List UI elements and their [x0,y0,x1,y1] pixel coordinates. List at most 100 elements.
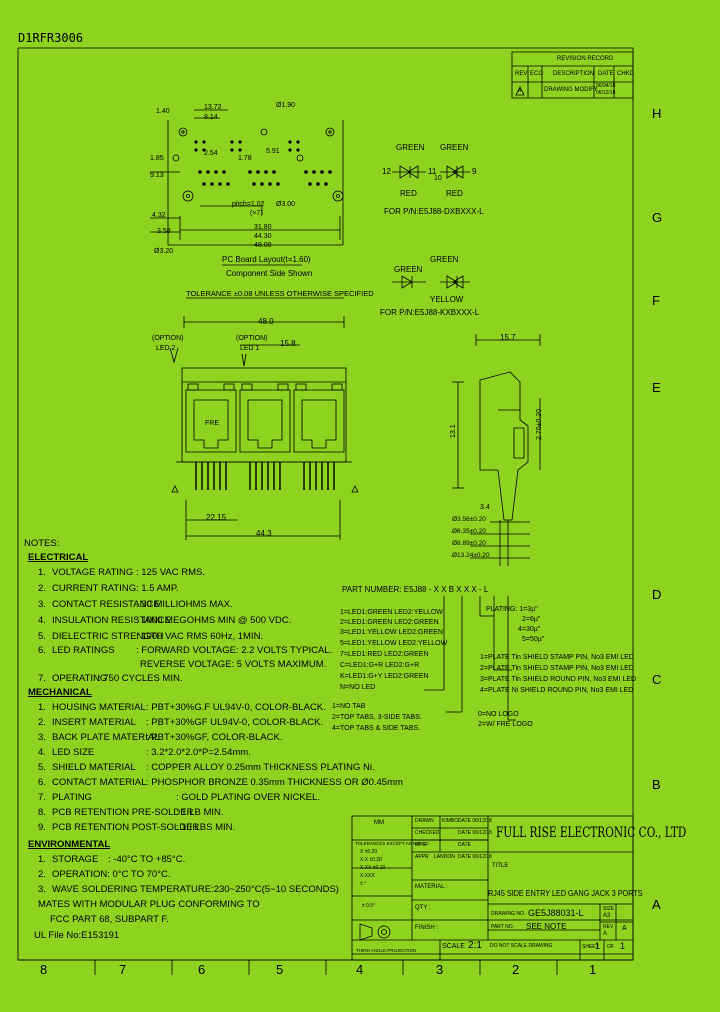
rev-header: REV [515,71,528,77]
schematic-red-right: RED [446,189,463,198]
size-label: SIZE [603,906,615,912]
description-header: DESCRIPTION [553,71,595,77]
dim-3-56: Ø3.56±0.20 [452,516,486,523]
part-no-label: PART NO. [491,924,515,930]
schematic2-green-left: GREEN [394,265,423,274]
tolerance-header: TOLERANCES EXCEPT AS NOTED [355,841,429,846]
zone-letter-h: H [652,106,662,121]
zone-number-2: 2 [512,962,520,977]
option-label-a: (OPTION) [152,335,184,342]
front-view-lines [170,316,358,540]
electrical-key: VOLTAGE RATING [52,567,134,578]
signoff-date: DATE 06/12/18 [458,854,492,860]
dim-3-4: 3.4 [480,504,490,511]
dim-1-85: 1.85 [150,155,164,162]
mechanical-key: CONTACT MATERIAL [52,777,147,788]
environmental-key: STORAGE [52,854,99,865]
tolerance-value: X ±0.20 [360,849,378,855]
plating-option: 5=50µ" [522,636,545,643]
mechanical-heading: MECHANICAL [28,687,92,698]
rev-value: A [603,931,608,937]
mechanical-num: 9. [38,822,46,833]
mechanical-value: : 3.2*2.0*2.0*P=2.54mm. [146,747,251,758]
led-schematic-lines [392,166,470,288]
mechanical-key: PCB RETENTION POST-SOLDER [52,822,200,833]
zone-letter-g: G [652,210,663,225]
signoff-role: DRAWN [415,818,434,824]
date-header: DATE [598,71,614,77]
dim-8-89: Ø8.89±0.20 [452,540,486,547]
electrical-value: : 30 MILLIOHMS MAX. [136,599,233,610]
mechanical-value: : 1 LB MIN. [176,807,224,818]
environmental-num: 1. [38,854,46,865]
drawing-number: GE5J88031-L [528,908,584,918]
mechanical-key: INSERT MATERIAL [52,717,136,728]
dim-3-58: 3.58 [157,228,171,235]
mechanical-key: LED SIZE [52,747,95,758]
signoff-date: DATE [458,842,471,848]
plating-option: PLATING: 1=3µ" [486,606,538,613]
mechanical-num: 6. [38,777,46,788]
electrical-num: 4. [38,615,46,626]
led-option: C=LED1:G+R LED2:G+R [340,662,420,669]
for-part-number-1: FOR P/N:E5J88-DXBXXX-L [384,207,484,216]
mechanical-num: 2. [38,717,46,728]
led-option: 3=LED1:YELLOW LED2:GREEN [340,629,443,636]
zone-letter-d: D [652,587,662,602]
dim-22-15: 22.15 [206,513,227,522]
document-id: D1RFR3006 [18,31,84,45]
electrical-value: : 1000 MEGOHMS MIN @ 500 VDC. [136,615,292,626]
mechanical-num: 8. [38,807,46,818]
zone-number-7: 7 [119,962,127,977]
electrical-value: : 750 CYCLES MIN. [98,673,183,684]
revision-block-title: REVISION RECORD [557,56,614,62]
environmental-num: 2. [38,869,46,880]
electrical-key: OPERATING [52,673,108,684]
do-not-scale: DO NOT SCALE DRAWING [490,943,553,949]
rev-letter-a: A [622,925,627,932]
rev-triangle-icon [516,87,524,95]
mechanical-value: : PHOSPHOR BRONZE 0.35mm THICKNESS OR Ø0… [146,777,403,788]
electrical-num: 3. [38,599,46,610]
schematic-pin-9: 9 [472,167,477,176]
mechanical-num: 7. [38,792,46,803]
dim-8-14: 8.14 [204,114,218,121]
rev-label: REV [603,924,614,930]
electrical-num: 6. [38,645,46,656]
mechanical-key: PCB RETENTION PRE-SOLDER [52,807,194,818]
environmental-num: 3. [38,884,46,895]
dim-2-70: 2.70±0.20 [536,408,543,440]
ul-file-number: UL File No:E153191 [34,930,120,941]
tab-option: 4=TOP TABS & SIDE TABS. [332,725,421,732]
electrical-key: DIELECTRIC STRENGTH [52,631,164,642]
part-number-leaders [424,596,516,720]
dim-31-80: 31.80 [254,224,272,231]
shield-option: 1=PLATE Tin SHIELD STAMP PIN, No3 EMI LE… [480,654,634,661]
dim-x7: (×7) [250,210,263,217]
zone-letter-e: E [652,380,661,395]
mechanical-key: PLATING [52,792,92,803]
dim-13-24: Ø13.24±0.20 [452,552,490,559]
schematic-green-right: GREEN [440,143,469,152]
rev-row-date2: 06/12/18 [596,90,616,96]
environmental-value: : -40°C TO +85°C. [108,854,186,865]
led-option: K=LED1:G+Y LED2:GREEN [340,673,429,680]
zone-number-4: 4 [356,962,364,977]
led-option: 5=LED1:YELLOW LED2:YELLOW [340,640,448,647]
rev-row-description: DRAWING MODIFY [544,87,598,93]
mechanical-value: : 10 LBS MIN. [176,822,236,833]
title-label: TITLE [492,863,509,869]
signoff-role: APPR [415,854,429,860]
electrical-num: 5. [38,631,46,642]
zone-number-8: 8 [40,962,48,977]
shield-option: 2=PLATE Tin SHIELD STAMP PIN, No3 EMI LE… [480,665,634,672]
drawing-title: RJ45 SIDE ENTRY LED GANG JACK 3 PORTS [488,888,643,898]
size-value: A3 [603,913,611,919]
led-option: 2=LED1:GREEN LED2:GREEN [340,619,439,626]
unit-label: MM [374,820,384,826]
schematic-red-left: RED [400,189,417,198]
electrical-value: : FORWARD VOLTAGE: 2.2 VOLTS TYPICAL. [136,645,333,656]
zone-number-5: 5 [276,962,284,977]
dim-15-8: 15.8 [280,339,296,348]
